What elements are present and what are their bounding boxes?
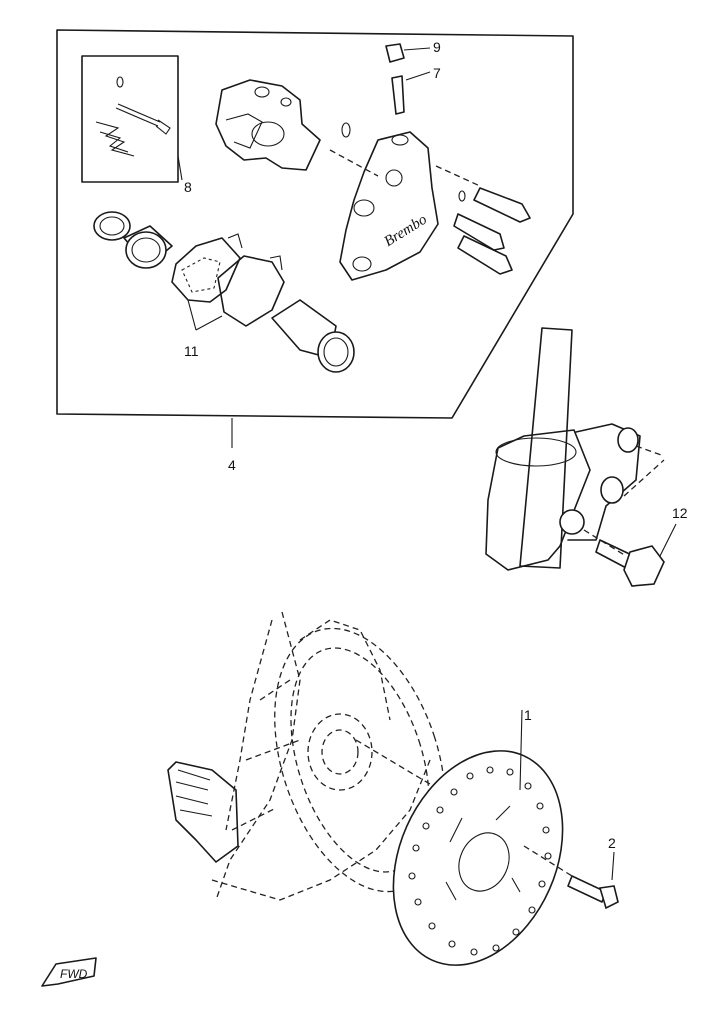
- caliper-bracket: [215, 79, 321, 171]
- caliper-body: Brembo: [329, 131, 481, 281]
- caliper-pistons: [93, 211, 173, 269]
- callout-8: 8: [184, 179, 192, 195]
- callout-2: 2: [608, 835, 616, 851]
- bleed-screw: [391, 71, 431, 115]
- caliper-bolts: [453, 187, 531, 275]
- callout-1: 1: [524, 707, 532, 723]
- caliper-logo-text: Brembo: [382, 211, 431, 250]
- callout-11: 11: [184, 343, 199, 359]
- disc-bolt: [523, 845, 619, 910]
- brake-disc: [392, 709, 564, 966]
- callout-12: 12: [672, 505, 688, 521]
- callout-4: 4: [228, 457, 236, 473]
- forward-direction-arrow: FWD: [41, 957, 97, 987]
- fwd-label: FWD: [60, 967, 88, 981]
- brake-pads: [171, 233, 285, 331]
- fork-leg: [485, 327, 665, 571]
- pad-pin-kit-inset: [81, 55, 183, 183]
- fork-mounting-bolt: [595, 523, 677, 587]
- caliper-assembly-frame: [56, 29, 574, 448]
- o-ring: [341, 122, 351, 138]
- callout-9: 9: [433, 39, 441, 55]
- callout-7: 7: [433, 65, 441, 81]
- bleed-screw-cap: [385, 43, 431, 63]
- caliper-piston-right: [271, 299, 355, 373]
